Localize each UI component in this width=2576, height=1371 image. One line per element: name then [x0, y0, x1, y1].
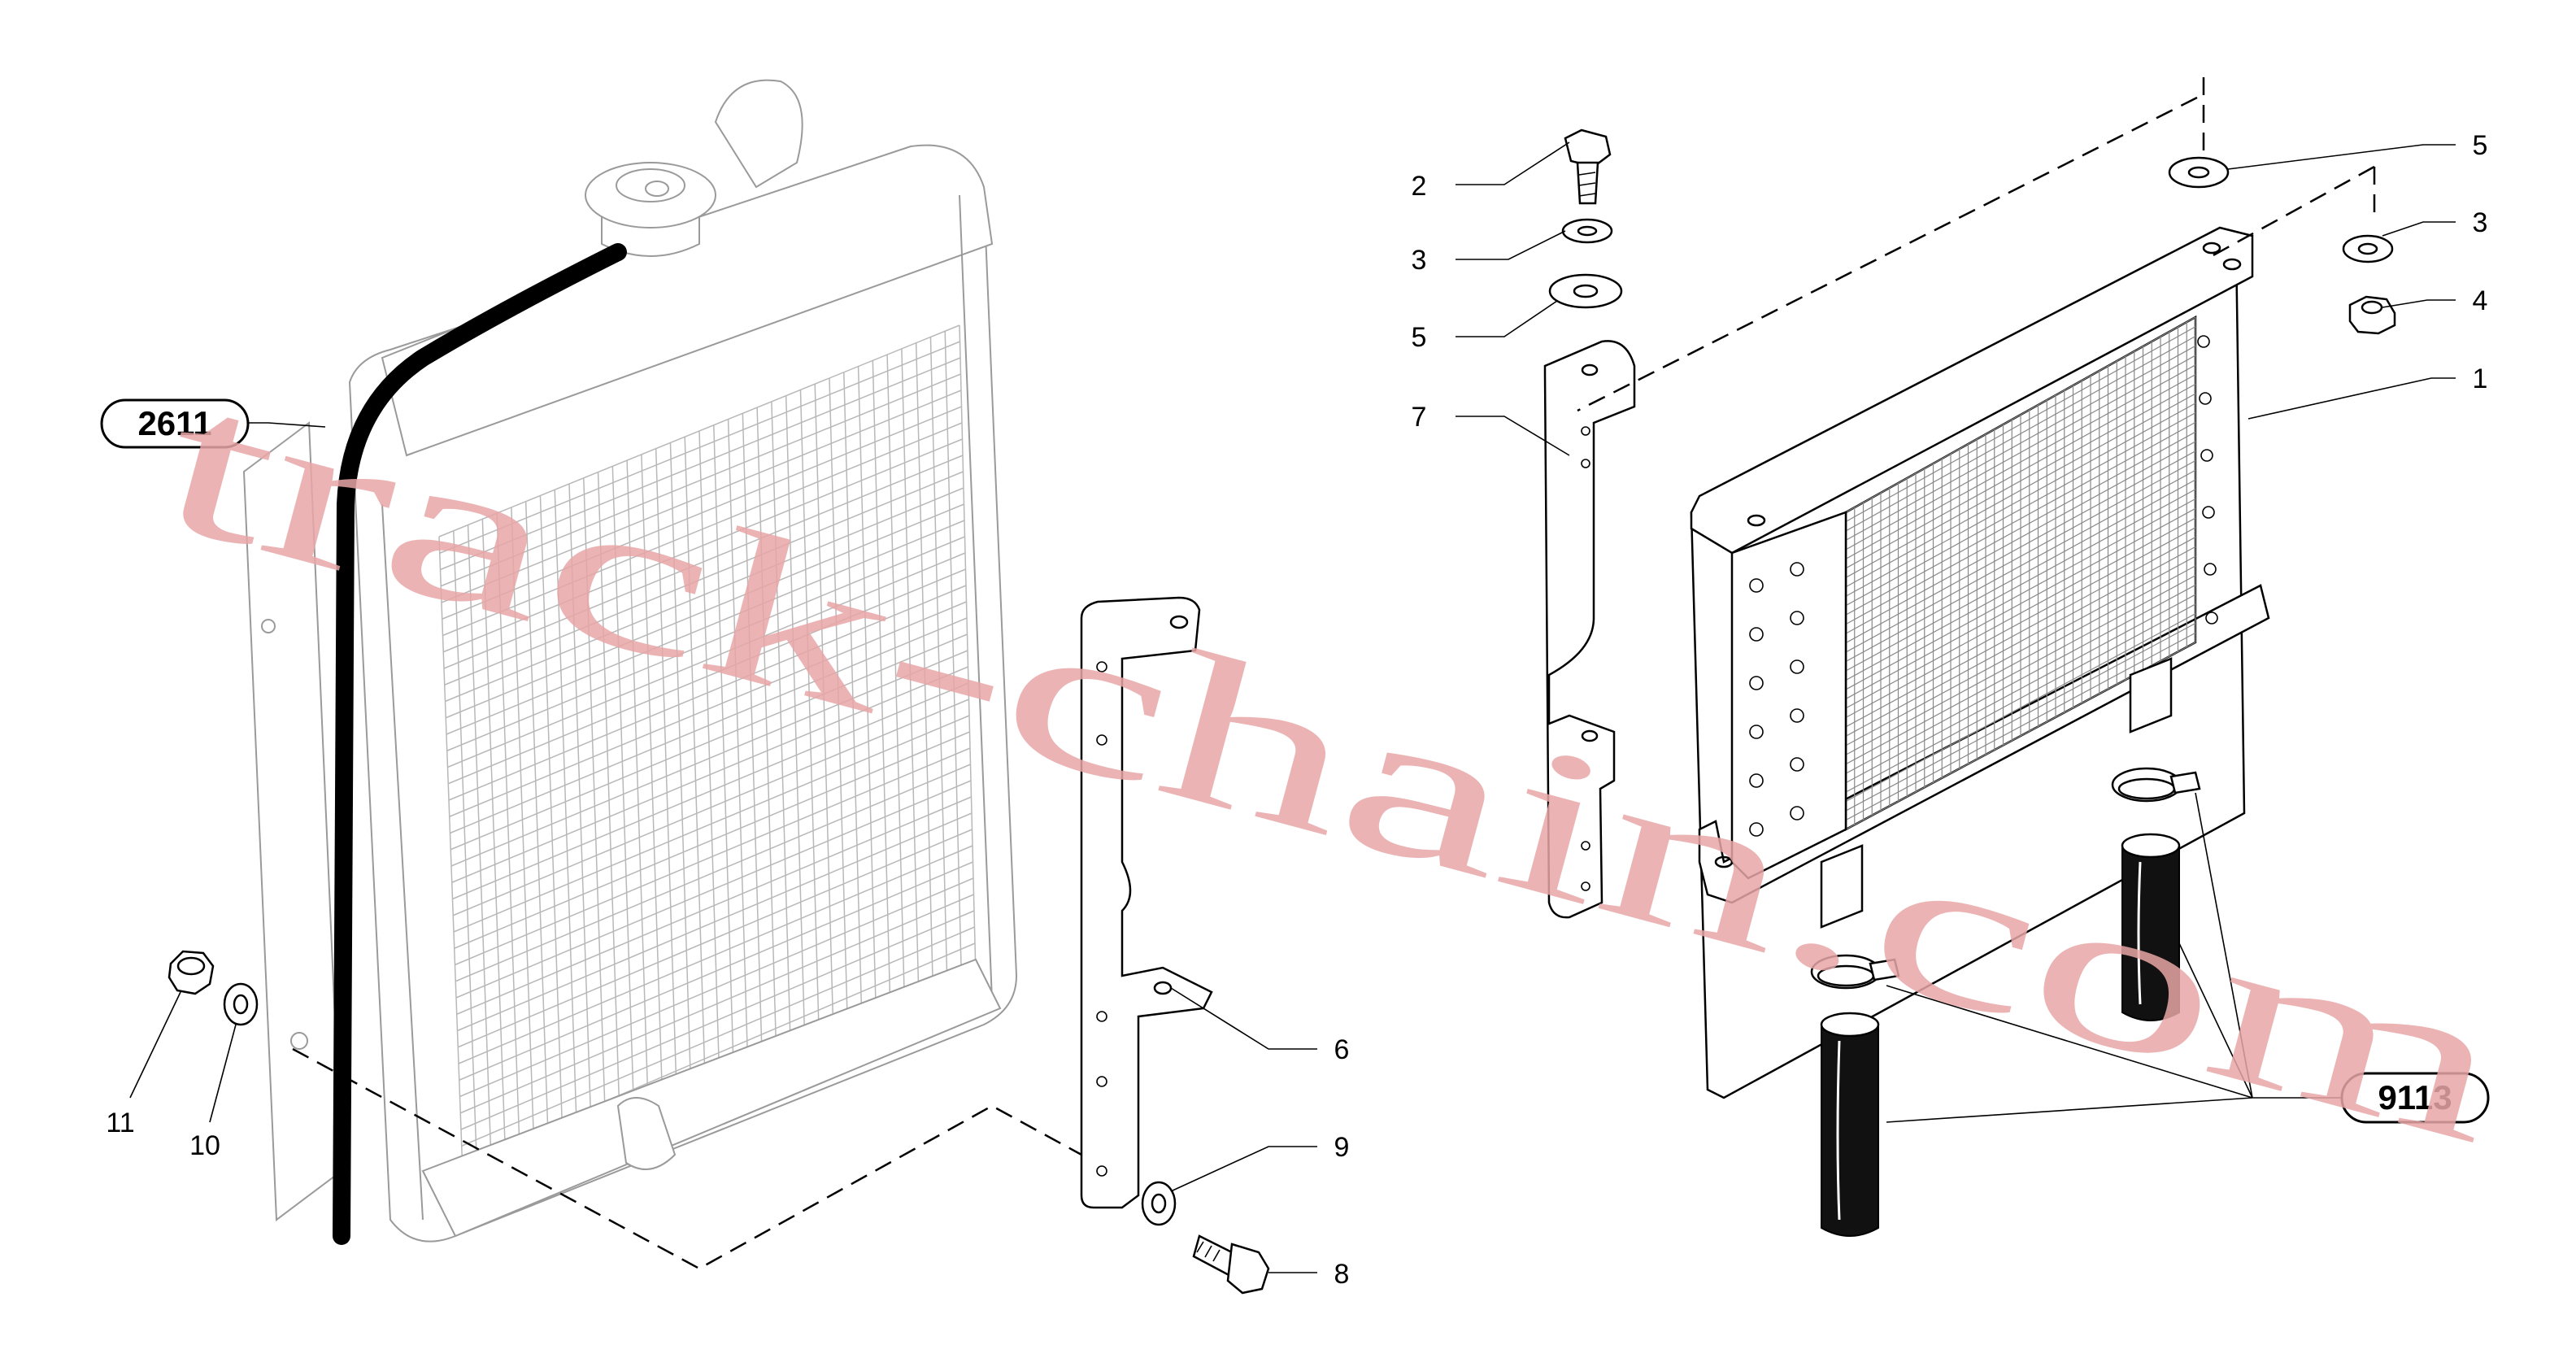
part-4-nut [2348, 295, 2396, 335]
right-assembly-dashline-short [2211, 165, 2376, 258]
radiator-core-grid [438, 324, 977, 1196]
left-assembly-dashline [292, 1047, 1082, 1270]
tag-9113-label: 9113 [2378, 1078, 2452, 1116]
hose-upper [2121, 833, 2181, 1021]
cooler-right-holes [2197, 335, 2218, 625]
cooler-assembly [1690, 226, 2270, 1099]
tag-2611-label: 2611 [137, 404, 211, 442]
callout-9[interactable]: 9 [1334, 1132, 1350, 1163]
callout-3-right[interactable]: 3 [2473, 207, 2488, 238]
part-9-washer [1141, 1181, 1177, 1226]
callout-11[interactable]: 11 [106, 1108, 134, 1138]
hose-lower [1820, 1012, 1880, 1237]
right-assembly-dashline-long [1577, 77, 2205, 412]
callout-1[interactable]: 1 [2473, 363, 2488, 394]
right-support-bracket [1543, 340, 1636, 919]
part-10-washer [223, 982, 259, 1026]
callout-6[interactable]: 6 [1334, 1034, 1350, 1065]
callout-3-left[interactable]: 3 [1412, 245, 1427, 276]
leader-lines [129, 141, 2456, 1273]
part-8-bolt [1192, 1234, 1270, 1295]
part-5-washer-right [2168, 156, 2230, 189]
cooler-core-mesh [1845, 316, 2196, 830]
callout-7[interactable]: 7 [1412, 402, 1427, 433]
hose-clamp-lower [1810, 954, 1900, 990]
radiator-assembly [242, 79, 1018, 1243]
callout-10[interactable]: 10 [189, 1130, 220, 1161]
hose-clamp-upper [2111, 767, 2201, 803]
left-support-bracket [1080, 596, 1213, 1209]
callout-5-left[interactable]: 5 [1412, 322, 1427, 353]
part-3-washer-right [2342, 234, 2394, 263]
part-5-washer-left [1548, 273, 1623, 309]
callout-5-right[interactable]: 5 [2473, 130, 2488, 161]
callout-labels: 6 8 9 10 11 1 2 3 3 4 5 5 7 [106, 130, 2487, 1290]
overflow-hose [333, 243, 627, 1245]
cooler-left-holes [1749, 562, 1804, 837]
tag-2611[interactable]: 2611 [100, 398, 250, 449]
part-3-washer-left [1561, 218, 1613, 244]
callout-8[interactable]: 8 [1334, 1259, 1350, 1290]
tag-9113[interactable]: 9113 [2340, 1072, 2490, 1124]
part-2-bolt [1564, 128, 1612, 205]
callout-2[interactable]: 2 [1412, 171, 1427, 202]
callout-4[interactable]: 4 [2473, 285, 2488, 316]
part-11-nut [168, 950, 215, 995]
